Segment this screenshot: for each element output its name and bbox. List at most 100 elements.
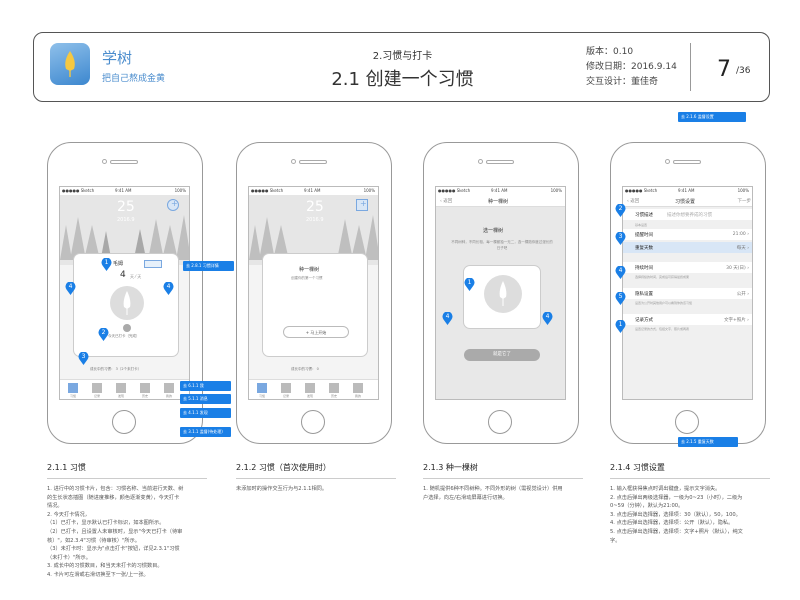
section-first-use: 2.1.2 习惯（首次使用时） 未添加时的操作交互行为与2.1.1相同。: [236, 462, 396, 494]
habit-card[interactable]: 毛姆 4 天 ⁄ 天 今天已打卡（完成）: [73, 253, 179, 357]
note-line: 核）"，如2.3.4"习惯（待审核）"所示。: [47, 537, 140, 544]
back-button[interactable]: ‹ 返回: [627, 199, 640, 204]
link-repeat-days[interactable]: 去 2.1.5 重复天数: [678, 437, 738, 447]
tab-me[interactable]: [164, 383, 174, 393]
app-name: 学树: [102, 49, 133, 67]
link-messages[interactable]: 去 5.1.1 消息: [180, 394, 231, 404]
pin-number: 1: [467, 279, 472, 286]
detail-button[interactable]: [144, 260, 162, 268]
row-repeat-days[interactable]: 重复天数每天 ›: [623, 242, 752, 253]
page-number: 7: [717, 57, 731, 82]
check-badge: [123, 324, 131, 332]
note-line: 3. 成长中的习惯数目，和当天未打卡的习惯数目。: [47, 563, 163, 570]
annotation-pin: 3: [615, 232, 626, 245]
back-button[interactable]: ‹ 返回: [440, 199, 453, 204]
section-title: 2.1.4 习惯设置: [610, 463, 665, 472]
link-supervise[interactable]: 去 3.1.1 监督(待处理): [180, 427, 231, 437]
stat-number: 4: [120, 270, 126, 280]
nav-bar: ‹ 返回 习惯设置 下一步: [623, 195, 752, 207]
annotation-pin: 4: [615, 266, 626, 279]
date-text: 修改日期：2016.9.14: [586, 62, 677, 72]
nav-bar: ‹ 返回 种一棵树: [436, 195, 565, 207]
nav-title: 种一棵树: [488, 199, 509, 205]
tab-history[interactable]: [140, 383, 150, 393]
row-record-mode[interactable]: 记录方式文字+照片 ›: [623, 314, 752, 325]
note-line: 3. 点击后弹出选择器，选择项：30（默认），50，100。: [610, 511, 741, 518]
link-habit-detail[interactable]: 去 2.8.1 习惯详情: [183, 261, 234, 271]
section-rule: [610, 478, 770, 479]
annotation-pin: 4: [163, 282, 174, 295]
day-number: 25: [306, 199, 324, 215]
header-divider: [690, 43, 691, 91]
section-rule: [236, 478, 396, 479]
plus-icon[interactable]: +: [356, 199, 368, 211]
tab-history[interactable]: [329, 383, 339, 393]
pin-number: 1: [618, 321, 623, 328]
tab-habit[interactable]: [68, 383, 78, 393]
plus-icon[interactable]: +: [167, 199, 179, 211]
note-line: 户选择，向左/右滑动屏幕进行切换。: [423, 494, 508, 501]
annotation-pin: 1: [101, 258, 112, 271]
note-line: 的生长状态插图（随进度推移，颜色逐渐变黄），今天打卡: [47, 494, 180, 501]
tab-record[interactable]: [92, 383, 102, 393]
tree-circle: [484, 275, 522, 313]
tree-icon: [123, 291, 131, 315]
tab-label: 发现: [307, 394, 314, 398]
annotation-pin: 4: [542, 312, 553, 325]
next-button[interactable]: 下一步: [737, 199, 752, 204]
header-panel: 学树 把自己熬成金黄 2.习惯与打卡 2.1 创建一个习惯 版本：0.10 修改…: [33, 32, 770, 102]
tree-card[interactable]: [463, 265, 541, 329]
pin-number: 4: [445, 313, 450, 320]
stat-suffix: 天 ⁄ 天: [130, 274, 142, 279]
link-discover[interactable]: 去 4.1.1 发现: [180, 408, 231, 418]
app-logo: [50, 43, 90, 85]
tab-discover[interactable]: [116, 383, 126, 393]
note-line: 1. 随机提供6种不同树种。不同外形的树（需视觉设计）供用: [423, 486, 563, 492]
tab-habit[interactable]: [257, 383, 267, 393]
section-plant-tree: 2.1.3 种一棵树 1. 随机提供6种不同树种。不同外形的树（需视觉设计）供用…: [423, 462, 583, 502]
tab-record[interactable]: [281, 383, 291, 393]
tab-me[interactable]: [353, 383, 363, 393]
app-slogan: 把自己熬成金黄: [102, 74, 166, 84]
note-line: 1. 输入框获得焦点时调出键盘，提示文字消失。: [610, 486, 721, 492]
day-number: 25: [117, 199, 135, 215]
section-notes: 1. 输入框获得焦点时调出键盘，提示文字消失。 2. 点击后弹出两级选择器，一级为…: [610, 485, 770, 545]
page-title: 2.1 创建一个习惯: [331, 69, 474, 90]
row-privacy[interactable]: 隐私设置公开 ›: [623, 288, 752, 299]
note-line: （未打卡）"所示。: [47, 554, 91, 561]
link-me[interactable]: 去 6.1.1 我: [180, 381, 231, 391]
note-line: （1）已打卡，显示默认已打卡标识，如本图所示。: [47, 520, 165, 527]
link-supervise-settings[interactable]: 去 2.1.6 监督设置: [678, 112, 746, 122]
annotation-pin: 5: [615, 292, 626, 305]
tab-label: 历史: [331, 394, 338, 398]
note-line: 情况。: [47, 503, 63, 510]
note-line: 2. 点击后弹出两级选择器，一级为0~23（小时），二级为: [610, 494, 743, 501]
row-description[interactable]: 习惯描述描述你想要养成的习惯: [623, 209, 752, 220]
tab-label: 记录: [283, 394, 290, 398]
start-button[interactable]: + 马上开始: [283, 326, 349, 338]
tab-label: 我的: [166, 394, 173, 398]
choose-text: 不同树种，不同长相，每一棵都独一无二，选一棵陪你度过漫长的日子吧: [451, 240, 553, 250]
tab-discover[interactable]: [305, 383, 315, 393]
tab-label: 记录: [94, 394, 101, 398]
note-line: （3）未打卡时：显示为"点击打卡"按钮，详见2.3.1"习惯: [47, 546, 180, 553]
note-line: 5. 点击后弹出选择器，选择项：文字+照片（默认），纯文: [610, 528, 743, 535]
note-line: 字。: [610, 537, 621, 544]
tree-icon: [499, 281, 507, 306]
tab-label: 发现: [118, 394, 125, 398]
confirm-button[interactable]: 就是它了: [464, 349, 540, 361]
annotation-pin: 1: [464, 278, 475, 291]
nav-title: 习惯设置: [675, 199, 696, 205]
date-label: 2016.9: [117, 217, 135, 223]
section-settings: 2.1.4 习惯设置 1. 输入框获得焦点时调出键盘，提示文字消失。 2. 点击后…: [610, 462, 770, 545]
date-label: 2016.9: [306, 217, 324, 223]
